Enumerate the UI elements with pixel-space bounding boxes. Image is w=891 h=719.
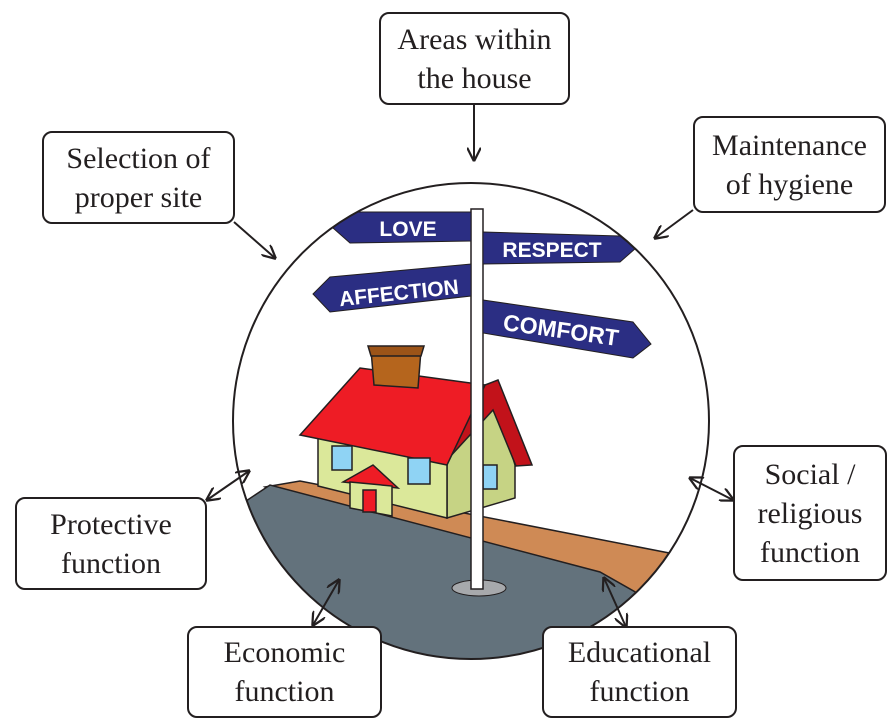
box-selection-line-1: Selection of [66, 141, 211, 175]
box-selection-of-site: Selection of proper site [42, 131, 235, 224]
box-educational-line-1: Educational [567, 636, 712, 669]
box-protective-line-2: function [61, 546, 161, 580]
arrow-protective [207, 471, 249, 500]
box-areas-line-1: Areas within [397, 22, 552, 56]
box-selection-line-2: proper site [74, 180, 203, 214]
box-educational-line-2: function [589, 675, 690, 708]
box-areas-within-house: Areas within the house [379, 12, 570, 105]
arrow-maintenance [655, 209, 694, 238]
sign-respect-text: RESPECT [502, 239, 601, 262]
box-maintenance-line-2: of hygiene [725, 167, 854, 201]
arrow-educational [604, 578, 626, 627]
box-social-religious-function: Social / religious function [733, 445, 887, 581]
box-social-line-2: religious [757, 496, 863, 530]
sign-love-text: LOVE [379, 218, 436, 241]
central-circle [232, 182, 710, 660]
box-economic-line-1: Economic [223, 636, 346, 669]
box-social-line-3: function [760, 535, 860, 569]
arrow-social [690, 478, 733, 500]
house-illustration [298, 345, 534, 520]
arrow-selection [233, 221, 275, 258]
signpost-pole [470, 208, 484, 590]
box-social-line-1: Social / [764, 457, 856, 491]
box-protective-function: Protective function [15, 497, 207, 590]
arrow-economic [313, 580, 339, 625]
box-maintenance-of-hygiene: Maintenance of hygiene [693, 116, 886, 213]
box-economic-line-2: function [234, 675, 335, 708]
box-areas-line-2: the house [417, 61, 532, 95]
box-economic-function: Economic function [187, 626, 382, 718]
sign-respect: RESPECT [482, 231, 637, 265]
sign-love: LOVE [332, 211, 472, 244]
box-maintenance-line-1: Maintenance [712, 128, 867, 162]
box-protective-line-1: Protective [50, 507, 172, 541]
box-educational-function: Educational function [542, 626, 737, 718]
